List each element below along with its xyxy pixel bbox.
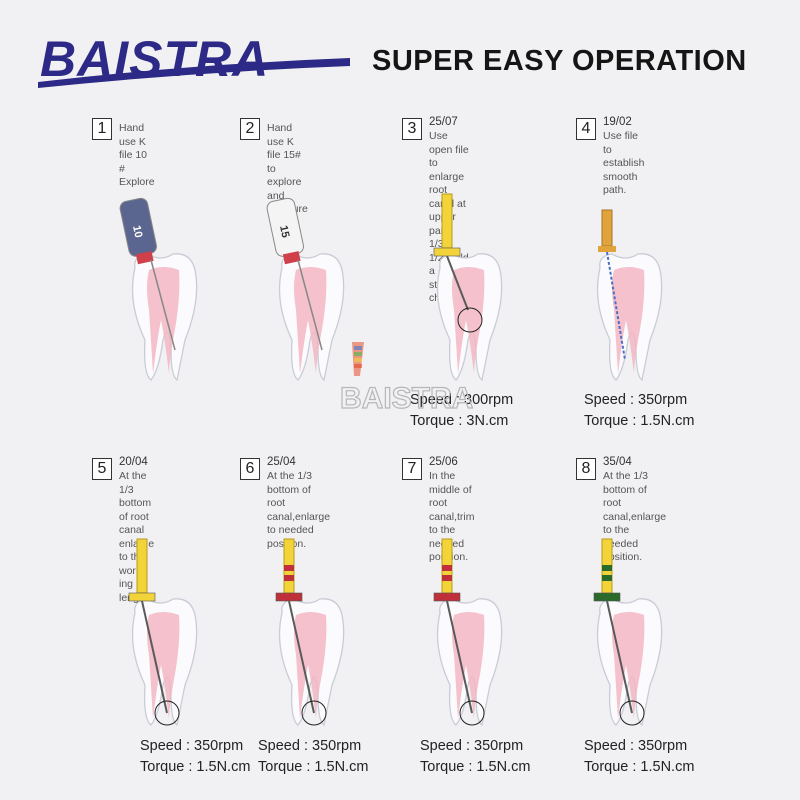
step-file-code: 25/04 xyxy=(267,456,296,468)
step-description: Hand use K file 10 # Explore xyxy=(119,122,155,188)
torque-text: Torque : 1.5N.cm xyxy=(258,759,369,775)
step-spec: Speed : 350rpm Torque : 1.5N.cm xyxy=(140,736,250,778)
step-number-badge: 2 xyxy=(240,118,260,140)
file-size-label: 10 xyxy=(130,224,144,238)
brand-logo: BAISTRA xyxy=(34,24,354,96)
step-number-badge: 3 xyxy=(402,118,422,140)
step-file-code: 25/06 xyxy=(429,456,458,468)
torque-text: Torque : 1.5N.cm xyxy=(140,759,251,775)
step-description: Use file to establish smooth path. xyxy=(603,130,645,196)
step-file-code: 35/04 xyxy=(603,456,632,468)
step-spec: Speed : 350rpm Torque : 1.5N.cm xyxy=(420,736,530,778)
step-number-badge: 1 xyxy=(92,118,112,140)
file-size-label: 15 xyxy=(277,224,291,238)
tooth-illustration-5 xyxy=(115,535,225,740)
speed-text: Speed : 350rpm xyxy=(584,392,688,408)
tooth-illustration-8 xyxy=(580,535,690,740)
step-spec: Speed : 350rpm Torque : 1.5N.cm xyxy=(584,736,694,778)
logo-text: BAISTRA xyxy=(40,31,269,87)
torque-text: Torque : 1.5N.cm xyxy=(584,413,695,429)
tooth-illustration-7 xyxy=(420,535,530,740)
step-spec: Speed : 350rpm Torque : 1.5N.cm xyxy=(584,390,694,432)
torque-text: Torque : 3N.cm xyxy=(410,413,509,429)
tooth-illustration-3 xyxy=(420,190,530,395)
step-number-badge: 7 xyxy=(402,458,422,480)
torque-text: Torque : 1.5N.cm xyxy=(584,759,695,775)
step-number-badge: 6 xyxy=(240,458,260,480)
step-number-badge: 4 xyxy=(576,118,596,140)
tooth-illustration-1: 10 xyxy=(115,190,225,395)
speed-text: Speed : 350rpm xyxy=(140,738,244,754)
speed-text: Speed : 300rpm xyxy=(410,392,514,408)
tooth-illustration-4 xyxy=(580,190,690,395)
step-file-code: 25/07 xyxy=(429,116,458,128)
step-number-badge: 5 xyxy=(92,458,112,480)
step-spec: Speed : 300rpm Torque : 3N.cm xyxy=(410,390,513,432)
step-number-badge: 8 xyxy=(576,458,596,480)
step-file-code: 19/02 xyxy=(603,116,632,128)
watermark-text: BAISTRA xyxy=(340,382,473,415)
watermark: BAISTRA xyxy=(339,336,510,420)
page-title: SUPER EASY OPERATION xyxy=(372,45,747,77)
step-spec: Speed : 350rpm Torque : 1.5N.cm xyxy=(258,736,368,778)
speed-text: Speed : 350rpm xyxy=(258,738,362,754)
tooth-illustration-6 xyxy=(262,535,372,740)
speed-text: Speed : 350rpm xyxy=(584,738,688,754)
step-description: Hand use K file 15# to explore and measu… xyxy=(267,122,308,215)
tooth-illustration-2: 15 xyxy=(262,190,372,395)
speed-text: Speed : 350rpm xyxy=(420,738,524,754)
torque-text: Torque : 1.5N.cm xyxy=(420,759,531,775)
step-file-code: 20/04 xyxy=(119,456,148,468)
